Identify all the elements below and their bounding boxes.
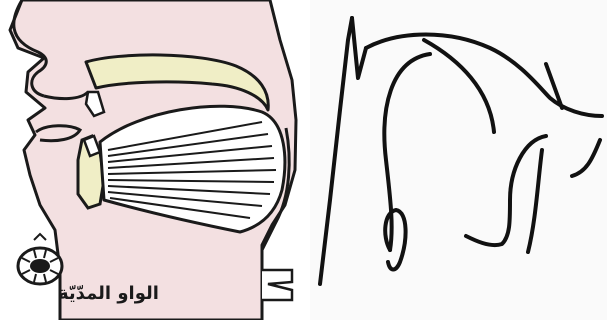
- articulation-diagram-sketch: [310, 0, 607, 320]
- tongue-main: [384, 54, 430, 250]
- neck-back: [572, 140, 600, 176]
- vocal-tract-illustration: [0, 0, 300, 320]
- nose-tip: [352, 18, 366, 78]
- larynx: [262, 270, 292, 300]
- palate-curve: [366, 35, 602, 117]
- tongue-back: [424, 40, 494, 132]
- lower-lip-loop: [385, 210, 405, 270]
- larynx-curve: [528, 150, 542, 252]
- face-profile-line: [320, 18, 352, 284]
- vocal-tract-sketch: [310, 0, 607, 320]
- sound-caption: الواو المدّيّة: [58, 283, 159, 304]
- articulation-diagram-illustrated: الواو المدّيّة: [0, 0, 300, 320]
